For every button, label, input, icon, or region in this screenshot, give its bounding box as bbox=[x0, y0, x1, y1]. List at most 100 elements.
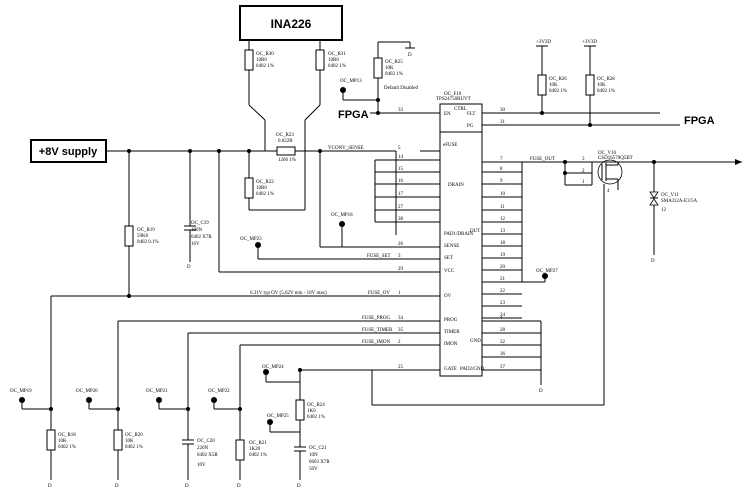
r26-ref: OC_R26 bbox=[549, 77, 567, 82]
svg-text:0402 1%: 0402 1% bbox=[125, 445, 143, 450]
junction-dot bbox=[376, 111, 380, 115]
fuse-timer-label: FUSE_TIMER bbox=[362, 328, 393, 333]
svg-text:OC_MP25: OC_MP25 bbox=[267, 414, 289, 419]
svg-text:0603 X7R: 0603 X7R bbox=[309, 460, 330, 465]
fuse-ov-label: FUSE_OV bbox=[368, 291, 390, 296]
svg-text:OC_V11: OC_V11 bbox=[661, 193, 679, 198]
r23-pkg: 1206 1% bbox=[278, 158, 296, 163]
r19-val: 59K0 bbox=[137, 234, 149, 239]
ov-note: 6.31V typ OV (5.62V min - 10V max) bbox=[250, 291, 327, 296]
pin-number: 29 bbox=[398, 267, 404, 272]
pin-set: SET bbox=[444, 256, 453, 261]
r30-val: 10R0 bbox=[256, 58, 267, 63]
pin-number: 19 bbox=[500, 253, 506, 258]
svg-text:4: 4 bbox=[607, 189, 610, 194]
svg-text:0402 1%: 0402 1% bbox=[307, 415, 325, 420]
gnd-label: D bbox=[539, 389, 543, 394]
pin-number: 9 bbox=[500, 179, 503, 184]
pin-number: 31 bbox=[500, 120, 506, 125]
pin-number: 1 bbox=[398, 291, 401, 296]
pin-number: 7 bbox=[500, 157, 503, 162]
svg-text:2: 2 bbox=[582, 169, 585, 174]
svg-text:OC_MP21: OC_MP21 bbox=[146, 389, 168, 394]
bottom-c20: D OC_C20 220N 0402 X5R 10V OC_MP21 bbox=[146, 333, 218, 489]
pin-number: 34 bbox=[398, 316, 404, 321]
r28-ref: OC_R28 bbox=[597, 77, 615, 82]
junction-dot bbox=[127, 294, 131, 298]
ic-efuse-label: eFUSE bbox=[443, 143, 457, 148]
pin-prog: PROG bbox=[444, 318, 458, 323]
svg-text:D: D bbox=[237, 484, 241, 489]
svg-text:OC_R18: OC_R18 bbox=[58, 433, 76, 438]
svg-text:OC_C20: OC_C20 bbox=[197, 439, 215, 444]
svg-text:SMAJ12A-E3/5A: SMAJ12A-E3/5A bbox=[661, 199, 698, 204]
pin-en: EN bbox=[444, 112, 451, 117]
ic-ctrl-label: CTRL bbox=[454, 107, 467, 112]
c19-pkg: 0402 X7R bbox=[191, 235, 212, 240]
svg-text:D: D bbox=[48, 484, 52, 489]
gnd-label: D bbox=[187, 265, 191, 270]
r25-ref: OC_R25 bbox=[385, 60, 403, 65]
r31-val: 10R0 bbox=[328, 58, 339, 63]
pin-number: 14 bbox=[398, 155, 404, 160]
pin-number: 22 bbox=[500, 289, 506, 294]
svg-text:OC_MP24: OC_MP24 bbox=[262, 365, 284, 370]
svg-text:12: 12 bbox=[661, 208, 667, 213]
svg-text:1K0: 1K0 bbox=[307, 409, 316, 414]
pin-number: 3 bbox=[398, 254, 401, 259]
pin-number: 25 bbox=[398, 365, 404, 370]
svg-text:OC_MP20: OC_MP20 bbox=[76, 389, 98, 394]
pin-number: 8 bbox=[500, 167, 503, 172]
mp18-label: OC_MP18 bbox=[331, 213, 353, 218]
svg-text:10V: 10V bbox=[197, 463, 206, 468]
ic-ref: OC_F10 bbox=[444, 92, 462, 97]
bottom-r20: D OC_R20 10K 0402 1% OC_MP20 bbox=[76, 321, 143, 489]
svg-text:OC_R21: OC_R21 bbox=[249, 441, 267, 446]
svg-text:10K: 10K bbox=[58, 439, 67, 444]
svg-text:10K: 10K bbox=[125, 439, 134, 444]
bottom-r18: D OC_R18 10K 0402 1% OC_MP19 bbox=[10, 296, 76, 489]
pin-number: 12 bbox=[500, 217, 506, 222]
pin-ov: OV bbox=[444, 294, 452, 299]
pin-timer: TIMER bbox=[444, 330, 460, 335]
pin-number: 38 bbox=[398, 217, 404, 222]
r19-pkg: 0402 0.1% bbox=[137, 240, 159, 245]
svg-text:OC_C21: OC_C21 bbox=[309, 446, 327, 451]
pin-number: 27 bbox=[398, 205, 404, 210]
pin-number: 10 bbox=[500, 192, 506, 197]
pin-number: 2 bbox=[398, 340, 401, 345]
resistor-r26 bbox=[537, 74, 547, 96]
r22-ref: OC_R22 bbox=[256, 180, 274, 185]
svg-text:1K20: 1K20 bbox=[249, 447, 261, 452]
bottom-r24-c21: D OC_R24 1K0 0402 1% OC_C21 10N 0603 X7R… bbox=[262, 365, 330, 489]
r25-val: 10K bbox=[385, 66, 394, 71]
pin-number: 36 bbox=[500, 352, 506, 357]
svg-text:D: D bbox=[297, 484, 301, 489]
r26-val: 10K bbox=[549, 83, 558, 88]
pin-number: 32 bbox=[500, 340, 506, 345]
pin-number: 21 bbox=[500, 277, 506, 282]
pin-flt: FLT bbox=[467, 112, 475, 117]
pin-pad1-drain: PAD1/DRAIN bbox=[444, 232, 474, 237]
pin-number: 11 bbox=[500, 205, 505, 210]
c19-volt: 16V bbox=[191, 242, 200, 247]
pin-gate: GATE bbox=[444, 367, 457, 372]
c19-val: 100N bbox=[191, 228, 203, 233]
svg-text:OC_MP22: OC_MP22 bbox=[208, 389, 230, 394]
r30-ref: OC_R30 bbox=[256, 52, 274, 57]
default-disabled-note: Default Disabled bbox=[384, 86, 419, 91]
r28-val: 10K bbox=[597, 83, 606, 88]
pin-number: 23 bbox=[500, 301, 506, 306]
pin-number: 15 bbox=[398, 167, 404, 172]
pin-number: 4 bbox=[500, 316, 503, 321]
resistor-r23 bbox=[276, 146, 296, 156]
ina226-label: INA226 bbox=[271, 17, 312, 31]
mp27-label: OC_MP27 bbox=[536, 269, 558, 274]
pin-gnd: GND bbox=[470, 339, 481, 344]
pin-number: 18 bbox=[500, 241, 506, 246]
svg-text:D: D bbox=[185, 484, 189, 489]
pin-vcc: VCC bbox=[444, 269, 455, 274]
